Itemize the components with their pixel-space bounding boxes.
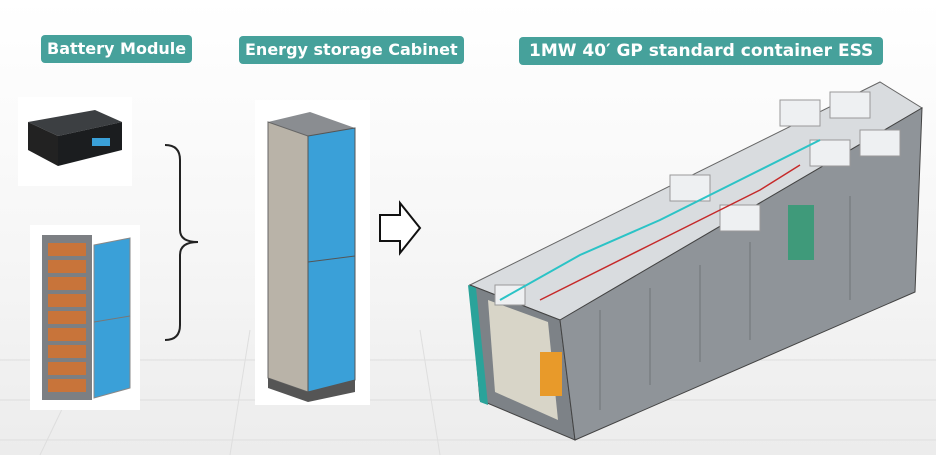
container-ess-label: 1MW 40′ GP standard container ESS [519, 37, 884, 65]
floor-grid [0, 329, 936, 455]
battery-rack-image [30, 225, 140, 410]
arrow-right-icon [379, 200, 422, 256]
grouping-brace [164, 144, 199, 341]
container-ess-image [468, 81, 923, 441]
energy-storage-cabinet-image [255, 100, 370, 405]
battery-module-label: Battery Module [41, 35, 193, 63]
energy-storage-cabinet-label: Energy storage Cabinet [239, 36, 464, 64]
battery-module-image [18, 97, 132, 186]
